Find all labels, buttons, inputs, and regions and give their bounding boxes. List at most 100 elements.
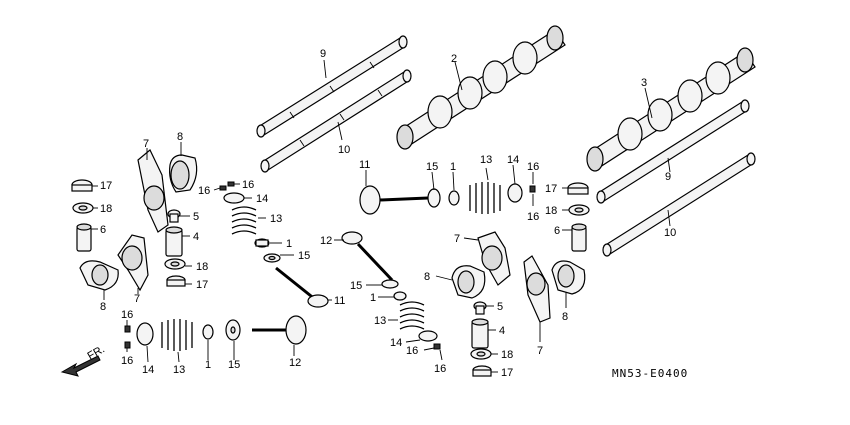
adjuster-cap-17-left-2 [166, 275, 186, 287]
spring-seat-1-a [254, 238, 270, 248]
diagram-code: MN53-E0400 [612, 367, 688, 380]
callout-8: 8 [562, 311, 568, 323]
callout-13: 13 [173, 364, 185, 376]
callout-5: 5 [497, 301, 503, 313]
callout-17: 17 [196, 279, 208, 291]
retainer-14-a [223, 192, 245, 204]
rocker-arm-7-right-upper [477, 231, 511, 286]
callout-18: 18 [501, 349, 513, 361]
callout-7: 7 [134, 293, 140, 305]
spring-13-b [469, 182, 501, 214]
spring-13-c [399, 301, 425, 330]
callout-4: 4 [499, 325, 505, 337]
callout-16: 16 [527, 161, 539, 173]
callout-labels: 9 10 2 3 9 10 7 8 17 18 6 8 7 16 16 14 5… [100, 48, 676, 379]
callout-11: 11 [334, 295, 345, 307]
camshaft-3 [586, 47, 756, 172]
callout-16: 16 [434, 363, 446, 375]
callout-13: 13 [374, 315, 386, 327]
callout-16: 16 [527, 211, 539, 223]
callout-12: 12 [289, 357, 301, 369]
valve-12-b [252, 315, 307, 345]
seal-15-b [427, 188, 441, 208]
seal-15-d [225, 319, 241, 341]
front-arrow-icon [60, 355, 101, 377]
callout-6: 6 [554, 225, 560, 237]
rocker-shaft-9-right [596, 99, 750, 204]
rocker-arm-8-right-upper [451, 265, 486, 299]
callout-14: 14 [256, 193, 268, 205]
seal-15-c [381, 279, 399, 289]
cotter-16-c [529, 185, 536, 193]
valve-11-b [359, 185, 429, 215]
callout-7: 7 [454, 233, 460, 245]
callout-15: 15 [228, 359, 240, 371]
washer-18-right-2 [470, 348, 492, 360]
callout-18: 18 [196, 261, 208, 273]
cotter-16-a [219, 185, 227, 191]
cotter-16-e [124, 325, 131, 333]
rocker-arm-7-right-lower [523, 255, 551, 323]
callout-3: 3 [641, 77, 647, 89]
cotter-16-b [227, 181, 235, 187]
callout-7: 7 [143, 138, 149, 150]
rocker-arm-8-lower-left [79, 260, 119, 291]
callout-15: 15 [298, 250, 310, 262]
adjuster-cap-17-right [567, 182, 589, 195]
callout-1: 1 [205, 359, 211, 371]
retainer-14-b [507, 183, 523, 203]
spring-13-a [231, 206, 257, 235]
callout-1: 1 [370, 292, 376, 304]
rocker-arm-8-right-lower [551, 260, 586, 295]
callout-17: 17 [545, 183, 557, 195]
spring-seat-1-d [202, 324, 214, 340]
callout-9: 9 [665, 171, 671, 183]
callout-17: 17 [100, 180, 112, 192]
lifter-6-right [571, 223, 587, 252]
callout-1: 1 [286, 238, 292, 250]
callout-18: 18 [100, 203, 112, 215]
callout-8: 8 [177, 131, 183, 143]
rocker-shaft-10-left [260, 69, 412, 173]
washer-18-right [568, 204, 590, 216]
camshaft-2 [396, 25, 566, 150]
rocker-shaft-10-right [602, 152, 756, 257]
spring-seat-1-b [448, 190, 460, 206]
callout-4: 4 [193, 231, 199, 243]
callout-6: 6 [100, 224, 106, 236]
callout-16: 16 [121, 355, 133, 367]
callout-8: 8 [424, 271, 430, 283]
retainer-14-d [136, 322, 154, 346]
spring-seat-1-c [393, 291, 407, 301]
callout-14: 14 [142, 364, 154, 376]
rocker-arm-7-lower-left [117, 234, 149, 292]
cotter-16-f [124, 341, 131, 349]
callout-2: 2 [451, 53, 457, 65]
callout-10: 10 [338, 144, 350, 156]
cotter-16-d [433, 343, 441, 350]
rocker-arm-7-upper-left [137, 149, 169, 233]
retainer-14-c [418, 330, 438, 342]
callout-14: 14 [390, 337, 402, 349]
spring-13-d [161, 319, 193, 351]
bolt-5-right [473, 301, 487, 315]
valve-12-a [341, 231, 394, 282]
lifter-6-left [76, 223, 92, 252]
callout-8: 8 [100, 301, 106, 313]
callout-7: 7 [537, 345, 543, 357]
adjuster-cap-17-right-2 [472, 365, 492, 377]
rocker-arm-8-upper-left [169, 154, 198, 193]
front-label: FR. [86, 343, 107, 362]
callout-16: 16 [406, 345, 418, 357]
callout-16: 16 [242, 179, 254, 191]
callout-16: 16 [121, 309, 133, 321]
callout-13: 13 [480, 154, 492, 166]
washer-18-left-2 [164, 258, 186, 270]
callout-14: 14 [507, 154, 519, 166]
lifter-4-left [165, 226, 183, 257]
callout-16: 16 [198, 185, 210, 197]
callout-10: 10 [664, 227, 676, 239]
callout-5: 5 [193, 211, 199, 223]
callout-15: 15 [426, 161, 438, 173]
